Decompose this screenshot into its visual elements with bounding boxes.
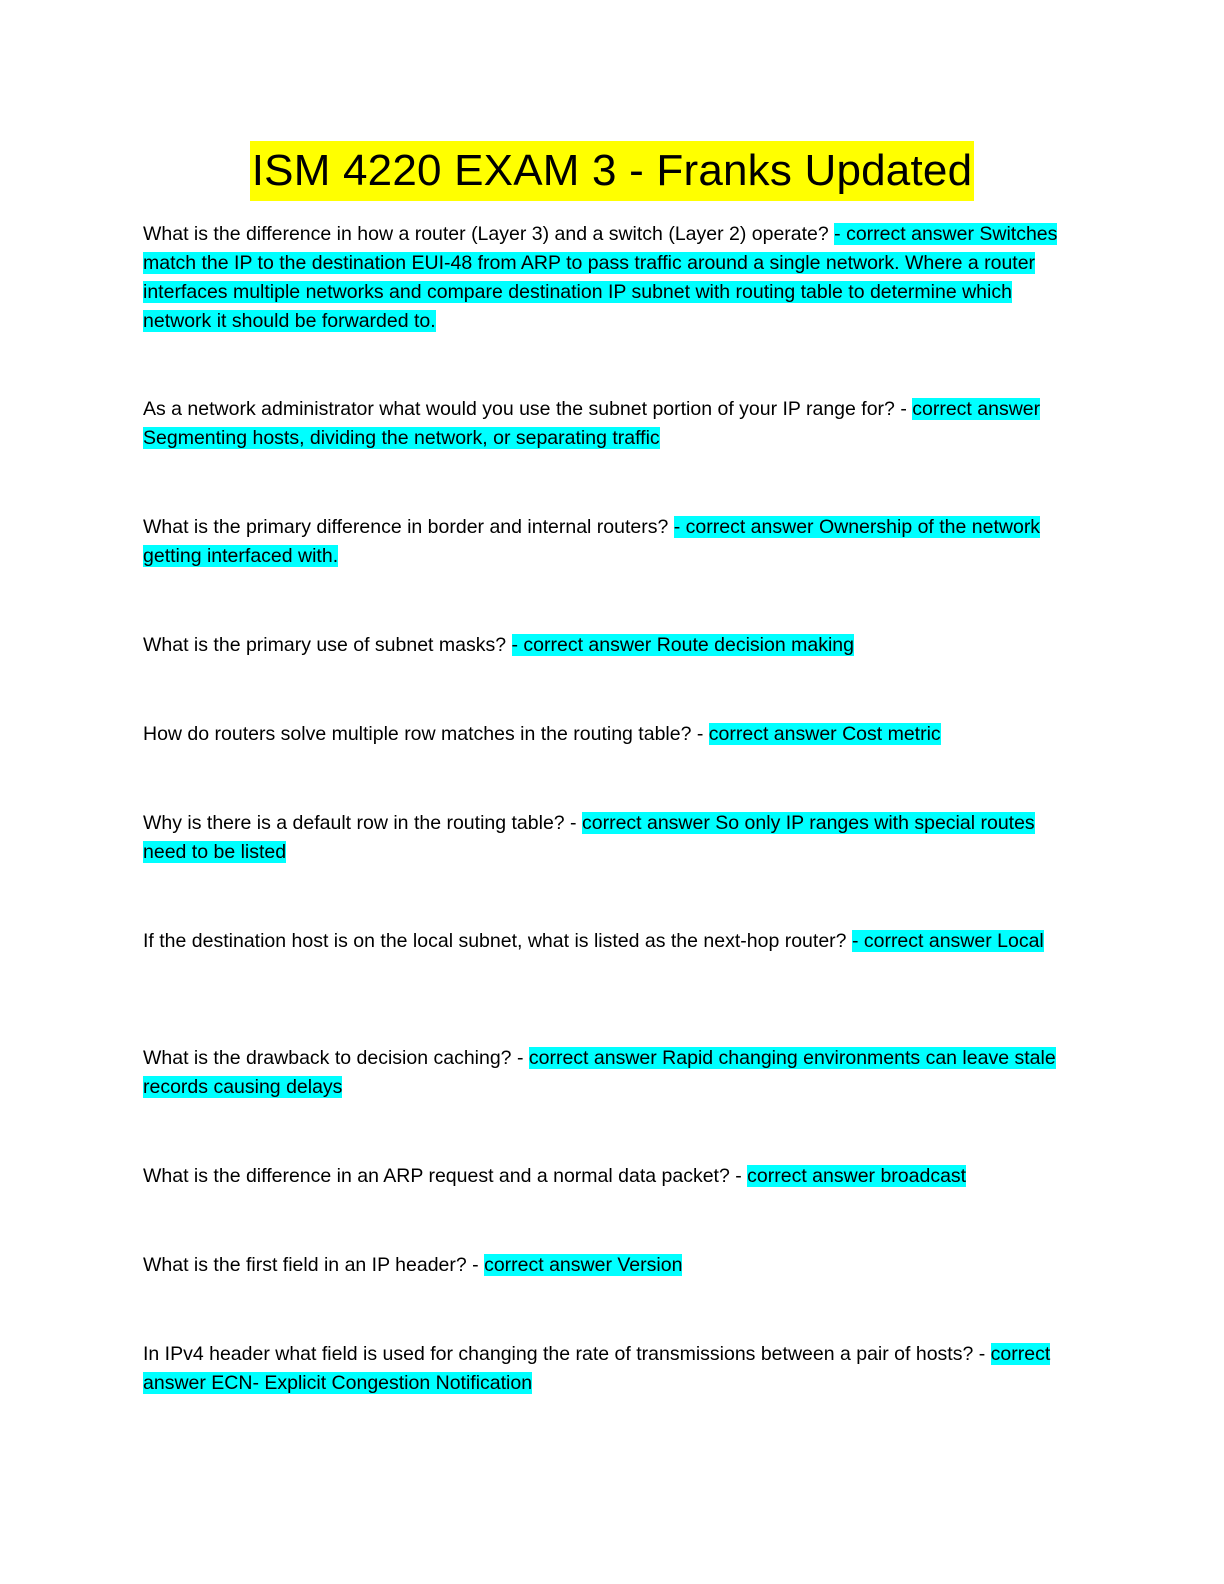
question-text: What is the first field in an IP header? [143,1254,467,1276]
question-text: As a network administrator what would yo… [143,398,895,420]
qa-item-8: What is the drawback to decision caching… [143,1044,1073,1102]
question-separator [506,634,511,656]
question-separator: - [511,1047,529,1069]
qa-item-4: What is the primary use of subnet masks?… [143,631,1073,660]
question-separator: - [973,1343,991,1365]
qa-item-9: What is the difference in an ARP request… [143,1162,1073,1191]
question-text: If the destination host is on the local … [143,930,847,952]
question-text: What is the primary difference in border… [143,516,669,538]
question-text: What is the difference in how a router (… [143,223,829,245]
qa-item-10: What is the first field in an IP header?… [143,1251,1073,1280]
title-container: ISM 4220 EXAM 3 - Franks Updated [0,141,1224,201]
question-text: What is the primary use of subnet masks? [143,634,507,656]
question-text: Why is there is a default row in the rou… [143,812,565,834]
answer-text: correct answer Cost metric [708,723,941,745]
qa-item-1: What is the difference in how a router (… [143,220,1073,336]
question-separator: - [466,1254,485,1276]
question-text: How do routers solve multiple row matche… [143,723,692,745]
question-text: What is the drawback to decision caching… [143,1047,512,1069]
qa-item-5: How do routers solve multiple row matche… [143,720,1073,749]
question-separator [668,516,673,538]
qa-item-6: Why is there is a default row in the rou… [143,809,1073,867]
question-text: In IPv4 header what field is used for ch… [143,1343,974,1365]
question-separator: - [564,812,582,834]
question-separator: - [894,398,913,420]
question-separator: - [691,723,709,745]
document-title: ISM 4220 EXAM 3 - Franks Updated [249,141,975,201]
qa-item-11: In IPv4 header what field is used for ch… [143,1340,1073,1398]
question-text: What is the difference in an ARP request… [143,1165,730,1187]
answer-text: correct answer broadcast [747,1165,967,1187]
question-separator: - [729,1165,748,1187]
qa-item-7: If the destination host is on the local … [143,927,1073,956]
qa-item-3: What is the primary difference in border… [143,513,1073,571]
qa-item-2: As a network administrator what would yo… [143,395,1073,453]
answer-text: - correct answer Route decision making [511,634,854,656]
answer-text: - correct answer Local [851,930,1044,952]
answer-text: correct answer Version [484,1254,683,1276]
